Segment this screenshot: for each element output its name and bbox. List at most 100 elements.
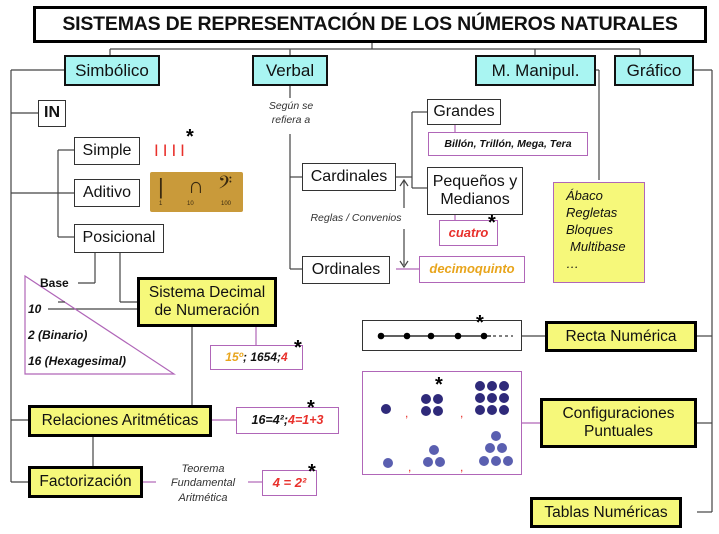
decimal-system-box: Sistema Decimal de Numeración	[137, 277, 277, 327]
config-dot	[487, 405, 497, 415]
pequenos-example-box: cuatro	[439, 220, 498, 246]
config-dot	[433, 394, 443, 404]
config-dot	[499, 405, 509, 415]
star-marker: *	[186, 126, 194, 148]
config-dot	[475, 381, 485, 391]
factorizacion-example-box: 4 = 2²	[262, 470, 317, 496]
number-line-example	[362, 320, 522, 351]
config-separator: ,	[460, 406, 464, 420]
config-dot	[475, 405, 485, 415]
category-manipulativo: M. Manipul.	[475, 55, 596, 86]
config-separator: ,	[460, 460, 464, 474]
decimal-example-box: 15º; 1654; 4	[210, 345, 303, 370]
number-line-dot	[403, 332, 411, 340]
pequenos-line1: Pequeños y	[432, 172, 518, 190]
teorema-line1: Teorema	[181, 463, 225, 475]
config-dot	[383, 458, 393, 468]
relaciones-box: Relaciones Aritméticas	[28, 405, 212, 437]
star-marker: *	[308, 461, 316, 483]
config-dot	[421, 394, 431, 404]
config-dot	[497, 443, 507, 453]
relaciones-example-square: 16=4²;	[251, 413, 288, 428]
base-2-binary: 2 (Binario)	[28, 328, 88, 342]
segun-note: Según se refiera a	[256, 100, 326, 127]
config-dot	[491, 431, 501, 441]
manipulativo-multibase: Multibase	[570, 239, 626, 254]
egyptian-numerals-image: | ∩ 𝄢 1 10 100	[150, 172, 243, 212]
egyptian-value-10: 10	[187, 201, 194, 207]
base-16-hex: 16 (Hexagesimal)	[28, 354, 127, 368]
config-dot	[475, 393, 485, 403]
teorema-fundamental-note: Teorema Fundamental Aritmética	[158, 462, 248, 505]
simple-tally-example: IIII	[154, 141, 189, 160]
posicional-box: Posicional	[74, 224, 164, 253]
decimal-line2: de Numeración	[154, 302, 260, 319]
star-marker: *	[488, 212, 496, 234]
config-dot	[381, 404, 391, 414]
star-marker: *	[435, 374, 443, 396]
manipulativo-ellipsis: …	[566, 256, 579, 271]
category-simbolico: Simbólico	[64, 55, 160, 86]
star-marker: *	[307, 397, 315, 419]
decimal-example-ordinal: 15º	[225, 349, 243, 364]
egyptian-value-100: 100	[221, 201, 232, 207]
manipulativo-bloques: Bloques	[566, 222, 613, 237]
relaciones-example-sum: 4=1+3	[288, 413, 324, 428]
segun-line2: refiera a	[271, 113, 311, 126]
ordinales-example-box: decimoquinto	[419, 256, 525, 283]
pequenos-line2: Medianos	[440, 191, 510, 208]
config-dot	[487, 381, 497, 391]
category-verbal: Verbal	[252, 55, 328, 86]
config-separator: ,	[408, 460, 412, 474]
configuraciones-box: Configuraciones Puntuales	[540, 398, 697, 448]
recta-numerica-box: Recta Numérica	[545, 321, 697, 352]
decimal-line1: Sistema Decimal	[148, 284, 266, 302]
decimal-example-four: 4	[281, 349, 288, 364]
config-dot	[421, 406, 431, 416]
config-dot	[435, 457, 445, 467]
ordinales-box: Ordinales	[302, 256, 390, 284]
manipulativos-list: Ábaco Regletas Bloques Multibase …	[553, 182, 645, 283]
config-dot	[429, 445, 439, 455]
config-separator: ,	[405, 406, 409, 420]
base-label: Base	[40, 276, 69, 290]
configuraciones-line2: Puntuales	[584, 423, 653, 440]
relaciones-example-box: 16=4²; 4=1+3	[236, 407, 339, 434]
cardinales-box: Cardinales	[302, 163, 396, 191]
number-line-dot	[377, 332, 385, 340]
decimal-example-number: ; 1654;	[243, 349, 282, 364]
simple-box: Simple	[74, 137, 140, 165]
config-dot	[479, 456, 489, 466]
number-line-svg	[377, 332, 513, 340]
config-dot	[503, 456, 513, 466]
category-grafico: Gráfico	[614, 55, 694, 86]
aditivo-box: Aditivo	[74, 179, 140, 207]
manipulativo-abaco: Ábaco	[566, 188, 603, 203]
reglas-convenios-note: Reglas / Convenios	[310, 212, 402, 224]
star-marker: *	[294, 337, 302, 359]
diagram-title: SISTEMAS DE REPRESENTACIÓN DE LOS NÚMERO…	[33, 6, 707, 43]
segun-line1: Según se	[268, 100, 314, 112]
config-dot	[485, 443, 495, 453]
dot-configurations-svg	[381, 381, 513, 468]
configuraciones-line1: Configuraciones	[562, 405, 675, 423]
manipulativo-regletas: Regletas	[566, 205, 618, 220]
factorizacion-box: Factorización	[28, 466, 143, 498]
teorema-line3: Aritmética	[178, 491, 228, 504]
config-dot	[423, 457, 433, 467]
number-line-dot	[480, 332, 488, 340]
pequenos-box: Pequeños y Medianos	[427, 167, 523, 215]
teorema-line2: Fundamental	[170, 477, 236, 490]
config-dot	[491, 456, 501, 466]
config-dot	[433, 406, 443, 416]
config-dot	[487, 393, 497, 403]
egyptian-value-1: 1	[159, 201, 163, 207]
number-line-dot	[427, 332, 435, 340]
star-marker: *	[476, 312, 484, 334]
egyptian-glyph-1: |	[158, 174, 164, 199]
grandes-example-box: Billón, Trillón, Mega, Tera	[428, 132, 588, 156]
egyptian-glyph-10: ∩	[188, 173, 204, 198]
grandes-box: Grandes	[427, 99, 501, 125]
number-line-dot	[454, 332, 462, 340]
